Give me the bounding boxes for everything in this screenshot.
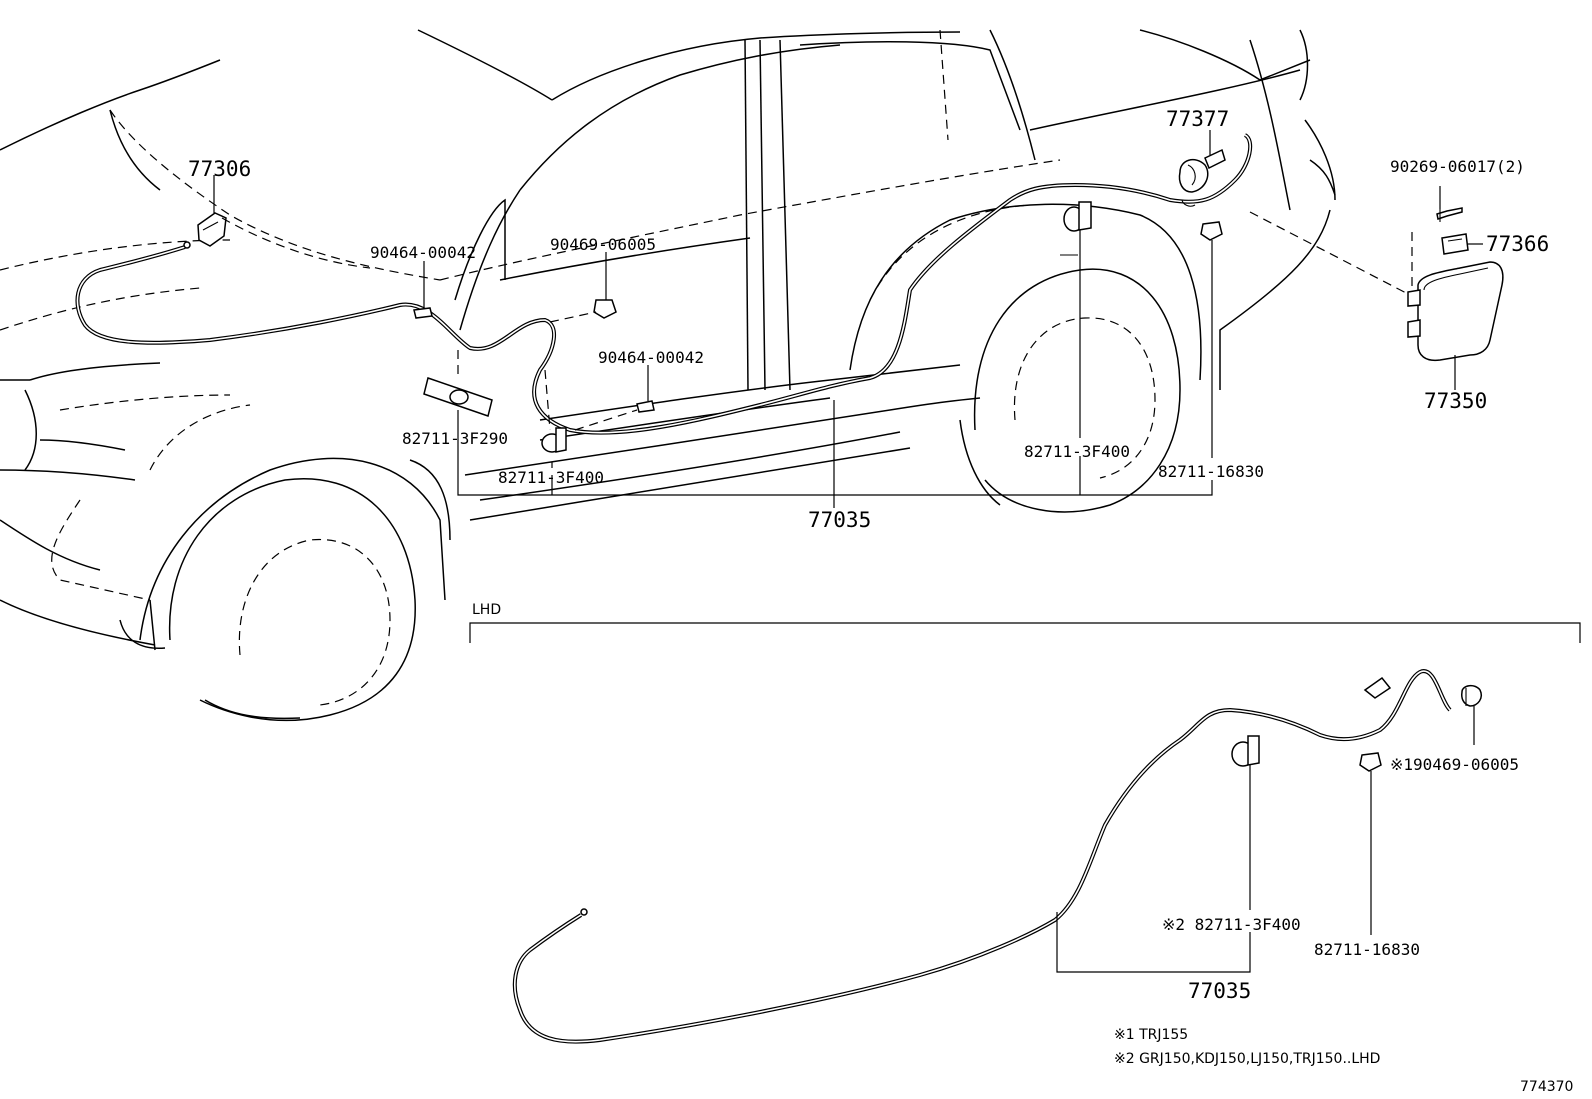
- part-77035-bracket-b: [1056, 912, 1251, 973]
- diagram-id: 774370: [1520, 1079, 1573, 1095]
- part-90469-clip-a: [549, 252, 617, 323]
- lhd-bracket: [469, 622, 1581, 643]
- part-82711-3F400-clamp-b: [1060, 201, 1092, 438]
- part-77350-fuel-lid: [1407, 261, 1504, 390]
- note-2: ※2 GRJ150,KDJ150,LJ150,TRJ150..LHD: [1114, 1051, 1380, 1067]
- label-90464-00042-a: 90464-00042: [370, 243, 476, 262]
- label-77306: 77306: [188, 157, 251, 181]
- vehicle-outline: [0, 29, 1336, 722]
- label-82711-16830-b: 82711-16830: [1314, 940, 1420, 959]
- part-77306-opener-lever: [197, 175, 371, 269]
- applicability-notes: ※1 TRJ155 ※2 GRJ150,KDJ150,LJ150,TRJ150.…: [1114, 1027, 1380, 1067]
- label-90469-06005-a: 90469-06005: [550, 235, 656, 254]
- part-82711-16830-clip-a: [1200, 221, 1223, 458]
- part-labels: 77306 90464-00042 90469-06005 90464-0004…: [188, 107, 1549, 1003]
- label-82711-3F400-b: 82711-3F400: [1024, 442, 1130, 461]
- part-77035-bracket-a: [457, 400, 1213, 508]
- part-90464-clip-a: [413, 261, 433, 319]
- part-82711-3F400-clamp-a: [541, 369, 567, 468]
- label-82711-3F290: 82711-3F290: [402, 429, 508, 448]
- label-77035-b: 77035: [1188, 979, 1251, 1003]
- part-82711-3F290-clamp: [423, 350, 493, 420]
- opener-cable-upper: [75, 133, 1253, 435]
- label-82711-3F400-a: 82711-3F400: [498, 468, 604, 487]
- part-82711-16830-clip-b: [1359, 752, 1382, 935]
- part-77366-catch: [1441, 233, 1483, 255]
- label-90269-06017: 90269-06017(2): [1390, 157, 1525, 176]
- label-90464-00042-b: 90464-00042: [598, 348, 704, 367]
- part-90464-clip-b: [574, 365, 655, 431]
- label-lhd: LHD: [472, 602, 501, 618]
- part-82711-3F400-clamp-c: [1231, 735, 1260, 910]
- label-77366: 77366: [1486, 232, 1549, 256]
- label-77035-a: 77035: [808, 508, 871, 532]
- label-77377: 77377: [1166, 107, 1229, 131]
- label-82711-3F400-c: ※2 82711-3F400: [1162, 915, 1301, 934]
- part-90469-clip-b: [1461, 684, 1482, 745]
- label-77350: 77350: [1424, 389, 1487, 413]
- label-82711-16830-a: 82711-16830: [1158, 462, 1264, 481]
- note-1: ※1 TRJ155: [1114, 1027, 1188, 1043]
- opener-cable-lower: [512, 669, 1452, 1044]
- part-77377-grommet: [1178, 130, 1411, 296]
- part-90269-screw: [1411, 186, 1463, 295]
- label-90469-06005-b: ※190469-06005: [1390, 755, 1519, 774]
